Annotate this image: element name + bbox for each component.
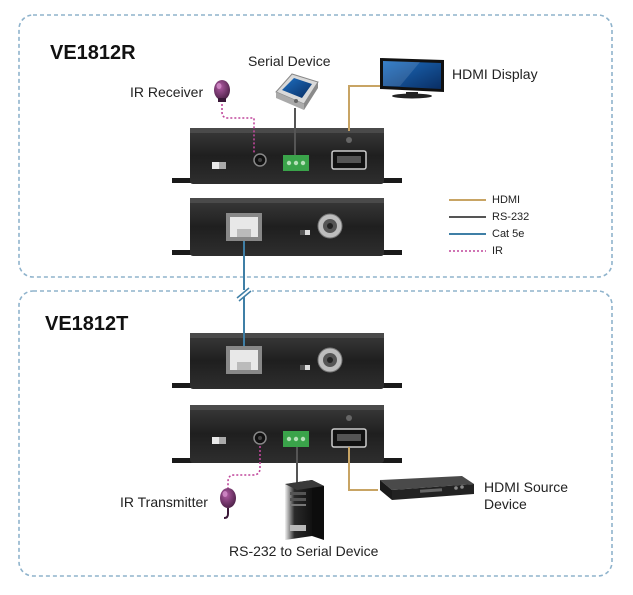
ir-transmitter-label: IR Transmitter <box>120 494 208 510</box>
rs232-serial-device-label: RS-232 to Serial Device <box>229 543 379 559</box>
serial-device-label: Serial Device <box>248 53 331 69</box>
transmitter-model-title: VE1812T <box>45 313 129 335</box>
hdmi-port <box>331 428 367 448</box>
pc-tower-icon <box>285 480 324 540</box>
serial-terminal-block <box>283 155 309 171</box>
hdmi-cable-receiver <box>348 85 380 131</box>
transmitter-unit-bottom <box>172 405 402 463</box>
hdmi-source-label-line1: HDMI Source <box>484 479 569 495</box>
hdmi-display-icon <box>380 58 444 99</box>
ir-receiver-icon <box>214 80 230 102</box>
ir-receiver-label: IR Receiver <box>130 84 204 100</box>
serial-terminal-block <box>283 431 309 447</box>
ir-cable-transmitter <box>227 446 261 490</box>
rj45-port <box>226 213 262 241</box>
receiver-zone <box>18 14 613 278</box>
hdmi-cable-transmitter <box>348 447 378 491</box>
transmitter-zone <box>18 290 613 577</box>
receiver-unit-bottom <box>172 198 402 256</box>
ir-cable-receiver <box>221 100 255 153</box>
receiver-unit-top <box>172 128 402 184</box>
transmitter-unit-top <box>172 333 402 389</box>
hdmi-source-label-line2: Device <box>484 496 527 512</box>
receiver-model-title: VE1812R <box>50 42 136 64</box>
cable-break-mark <box>236 287 252 302</box>
legend-hdmi-label: HDMI <box>492 194 521 206</box>
rj45-port <box>226 346 262 374</box>
legend-rs232-label: RS-232 <box>492 211 530 223</box>
hdmi-source-device-icon <box>380 476 474 500</box>
coax-port <box>317 347 343 373</box>
coax-port <box>317 213 343 239</box>
legend-cat5e-label: Cat 5e <box>492 228 525 240</box>
hdmi-display-label: HDMI Display <box>452 66 538 82</box>
legend <box>449 199 486 252</box>
serial-device-icon <box>275 73 319 110</box>
hdmi-port <box>331 150 367 170</box>
ir-transmitter-icon <box>220 488 236 519</box>
legend-ir-label: IR <box>492 245 503 257</box>
